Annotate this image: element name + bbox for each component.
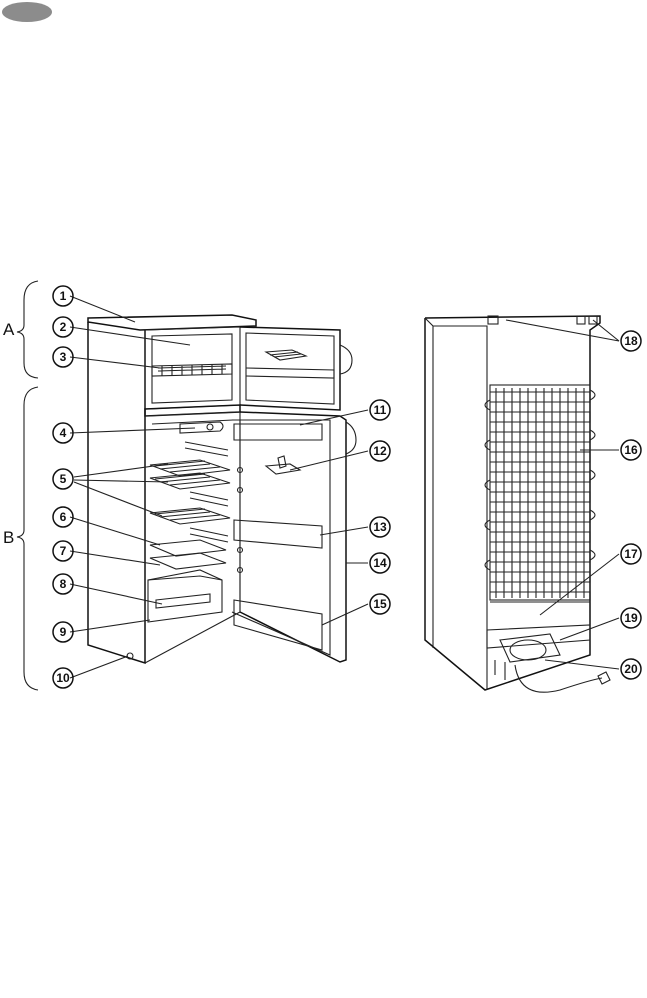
callout-11: 11 [370, 400, 390, 420]
section-label-b: B [3, 528, 14, 547]
svg-text:7: 7 [60, 544, 67, 558]
callout-16: 16 [621, 440, 641, 460]
svg-text:5: 5 [60, 472, 67, 486]
condenser-tube [490, 532, 590, 542]
svg-text:16: 16 [624, 443, 638, 457]
condenser-tube [490, 452, 590, 462]
page-tab-marker [2, 2, 52, 22]
section-label-a: A [3, 320, 15, 339]
condenser-tube [490, 472, 590, 482]
svg-text:10: 10 [56, 671, 70, 685]
callout-12: 12 [370, 441, 390, 461]
svg-text:18: 18 [624, 334, 638, 348]
condenser-tube [490, 552, 590, 562]
svg-text:8: 8 [60, 577, 67, 591]
callout-5: 5 [53, 469, 73, 489]
condenser-tube [490, 432, 590, 442]
svg-text:20: 20 [624, 662, 638, 676]
svg-text:13: 13 [373, 520, 387, 534]
svg-text:19: 19 [624, 611, 638, 625]
condenser-tube [490, 392, 590, 402]
condenser-tube [490, 512, 590, 522]
callouts: 1 2 3 4 5 6 7 8 9 10 11 12 13 14 15 16 1… [53, 286, 641, 688]
svg-text:9: 9 [60, 625, 67, 639]
condenser-tube [490, 492, 590, 502]
fridge-back-view [425, 316, 610, 692]
callout-15: 15 [370, 594, 390, 614]
callout-19: 19 [621, 608, 641, 628]
svg-text:11: 11 [374, 403, 387, 417]
condenser-tube [490, 572, 590, 582]
svg-text:6: 6 [60, 510, 67, 524]
section-a-brace [17, 281, 38, 378]
svg-text:17: 17 [624, 547, 638, 561]
callout-13: 13 [370, 517, 390, 537]
section-b-brace [17, 387, 38, 690]
callout-18: 18 [621, 331, 641, 351]
svg-text:15: 15 [373, 597, 387, 611]
svg-text:14: 14 [373, 556, 387, 570]
svg-text:1: 1 [60, 289, 67, 303]
svg-text:2: 2 [60, 320, 67, 334]
fridge-front-view [88, 315, 356, 663]
callout-17: 17 [621, 544, 641, 564]
callout-14: 14 [370, 553, 390, 573]
svg-text:3: 3 [60, 350, 67, 364]
svg-text:4: 4 [60, 426, 67, 440]
callout-20: 20 [621, 659, 641, 679]
condenser-tube [490, 412, 590, 422]
svg-text:12: 12 [373, 444, 387, 458]
